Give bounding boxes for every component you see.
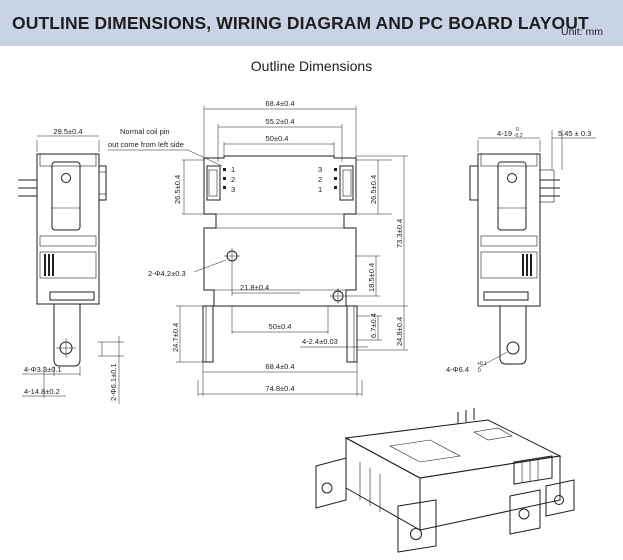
section-title: Outline Dimensions (250, 58, 373, 74)
right-side-view: 4-19 0 -0.2 5.45 ± 0.3 4-Φ6.4 +0.1 0 (446, 127, 596, 374)
hole-height-dim: 18.5±0.4 (367, 263, 376, 292)
right-top-tol-minus: -0.2 (514, 133, 523, 139)
overall-base-dim: 74.8±0.4 (265, 384, 294, 393)
page-title: OUTLINE DIMENSIONS, WIRING DIAGRAM AND P… (12, 13, 589, 33)
left-width-dim: 29.5±0.4 (53, 127, 82, 136)
left-hole-dim: 4-Φ3.3±0.1 (24, 365, 62, 374)
pin-label-right-3: 3 (318, 165, 322, 174)
hole-offset-dim: 21.8±0.4 (240, 283, 269, 292)
inner-width-dim: 55.2±0.4 (265, 117, 294, 126)
right-low-height-dim: 24.8±0.4 (395, 317, 404, 346)
bottom-inner-dim: 50±0.4 (269, 322, 292, 331)
left-pin-pitch-dim: 4-14.8±0.2 (24, 387, 60, 396)
right-top-tol-plus: 0 (516, 127, 519, 133)
terminal-thickness-dim: 6.7±0.4 (369, 313, 378, 338)
top-width-dim: 50±0.4 (266, 134, 289, 143)
left-height-dim: 26.5±0.4 (173, 175, 182, 204)
left-side-view: 29.5±0.4 4-Φ3.3±0.1 4-14.8±0.2 2-Φ6.1±0.… (18, 127, 124, 404)
total-height-dim: 73.3±0.4 (395, 219, 404, 248)
mount-hole-dim: 2-Φ4.2±0.3 (148, 269, 186, 278)
front-view: Normal coil pin out come from left side … (108, 99, 408, 396)
pin-label-left-1: 1 (231, 165, 235, 174)
isometric-view (315, 408, 575, 553)
pin-label-left-3: 3 (231, 185, 235, 194)
right-hole-tol-minus: 0 (478, 368, 481, 374)
pin-label-right-1: 1 (318, 185, 322, 194)
bottom-width-dim: 68.4±0.4 (265, 362, 294, 371)
pin-label-right-2: 2 (318, 175, 322, 184)
right-hole-dim: 4-Φ6.4 (446, 365, 469, 374)
right-hole-tol-plus: +0.1 (477, 361, 487, 367)
right-height-dim: 26.5±0.4 (369, 175, 378, 204)
terminal-height-dim: 24.7±0.4 (171, 323, 180, 352)
header-band: OUTLINE DIMENSIONS, WIRING DIAGRAM AND P… (0, 0, 623, 46)
left-side-hole-dim: 2-Φ6.1±0.1 (109, 363, 118, 401)
right-top-dim: 4-19 (497, 129, 512, 138)
terminal-width-dim: 4-2.4±0.03 (302, 337, 338, 346)
pin-label-left-2: 2 (231, 175, 235, 184)
right-side-dim: 5.45 ± 0.3 (558, 129, 591, 138)
coil-note-line1: Normal coil pin (120, 127, 170, 136)
unit-label: Unit: mm (561, 26, 603, 38)
overall-width-dim: 68.4±0.4 (265, 99, 294, 108)
coil-note-line2: out come from left side (108, 140, 184, 149)
